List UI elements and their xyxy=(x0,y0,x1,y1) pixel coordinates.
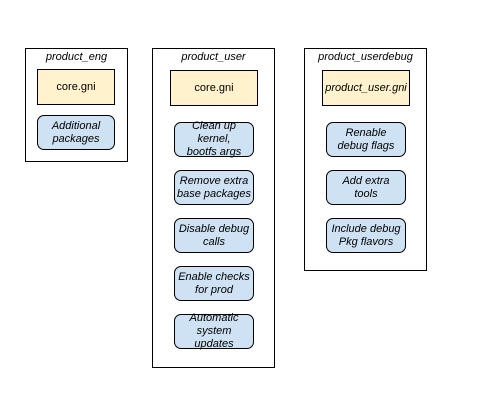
step-add-extra-tools: Add extra tools xyxy=(326,170,406,205)
step-clean-up-kernel: Clean up kernel, bootfs args xyxy=(174,120,254,158)
group-product-userdebug: product_userdebug product_user.gni Renab… xyxy=(304,48,427,271)
config-file-core-gni: core.gni xyxy=(170,70,258,106)
config-file-product-user-gni: product_user.gni xyxy=(322,70,410,106)
group-title: product_userdebug xyxy=(318,51,413,63)
group-product-eng: product_eng core.gni Additional packages xyxy=(25,48,128,162)
step-enable-checks-for-prod: Enable checks for prod xyxy=(174,266,254,301)
step-automatic-system-updates: Automatic system updates xyxy=(174,312,254,350)
config-file-core-gni: core.gni xyxy=(37,69,115,105)
step-remove-extra-base-packages: Remove extra base packages xyxy=(174,170,254,205)
step-additional-packages: Additional packages xyxy=(37,115,115,150)
step-renable-debug-flags: Renable debug flags xyxy=(326,122,406,157)
step-disable-debug-calls: Disable debug calls xyxy=(174,218,254,253)
step-include-debug-pkg-flavors: Include debug Pkg flavors xyxy=(326,218,406,253)
group-product-user: product_user core.gni Clean up kernel, b… xyxy=(152,48,275,368)
group-title: product_user xyxy=(181,51,246,63)
group-title: product_eng xyxy=(45,51,108,63)
